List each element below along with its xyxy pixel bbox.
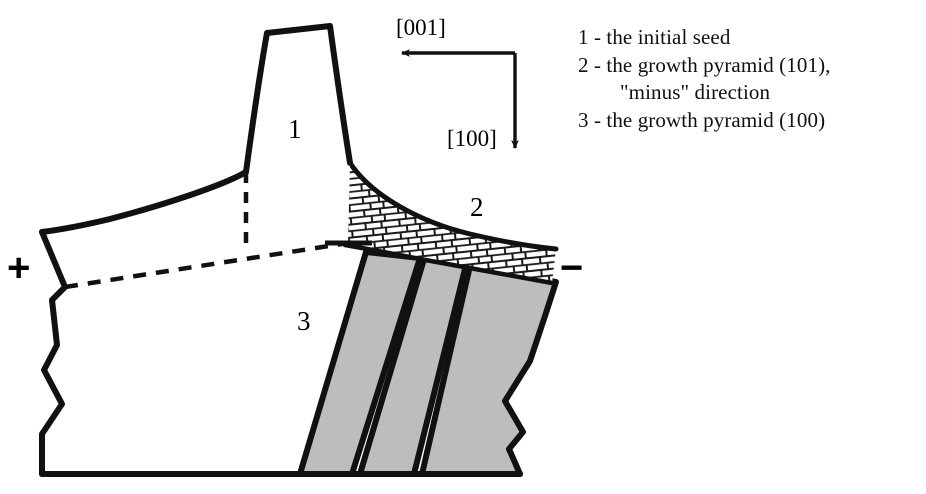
polarity-minus-sign: − — [560, 246, 584, 290]
internal-dashed-lines — [64, 172, 349, 290]
legend-item-3: 3 - the growth pyramid (100) — [578, 108, 826, 133]
legend-item-2: 2 - the growth pyramid (101), — [578, 52, 831, 77]
crystal-outline — [39, 169, 523, 477]
legend-item-1: 1 - the initial seed — [578, 25, 731, 49]
region-label-2: 2 — [470, 192, 484, 222]
legend-item-2-continued: "minus" direction — [620, 80, 771, 105]
legend: 1 - the initial seed 2 - the growth pyra… — [578, 24, 926, 135]
polarity-reference-lines — [325, 240, 372, 246]
axis-label-001: [001] — [396, 15, 446, 40]
region-label-3: 3 — [297, 306, 311, 336]
axis-label-100: [100] — [447, 126, 497, 151]
direction-axes — [401, 49, 519, 149]
polarity-plus-sign: + — [7, 246, 31, 290]
region-1-initial-seed — [243, 23, 353, 243]
region-label-1: 1 — [288, 114, 302, 144]
